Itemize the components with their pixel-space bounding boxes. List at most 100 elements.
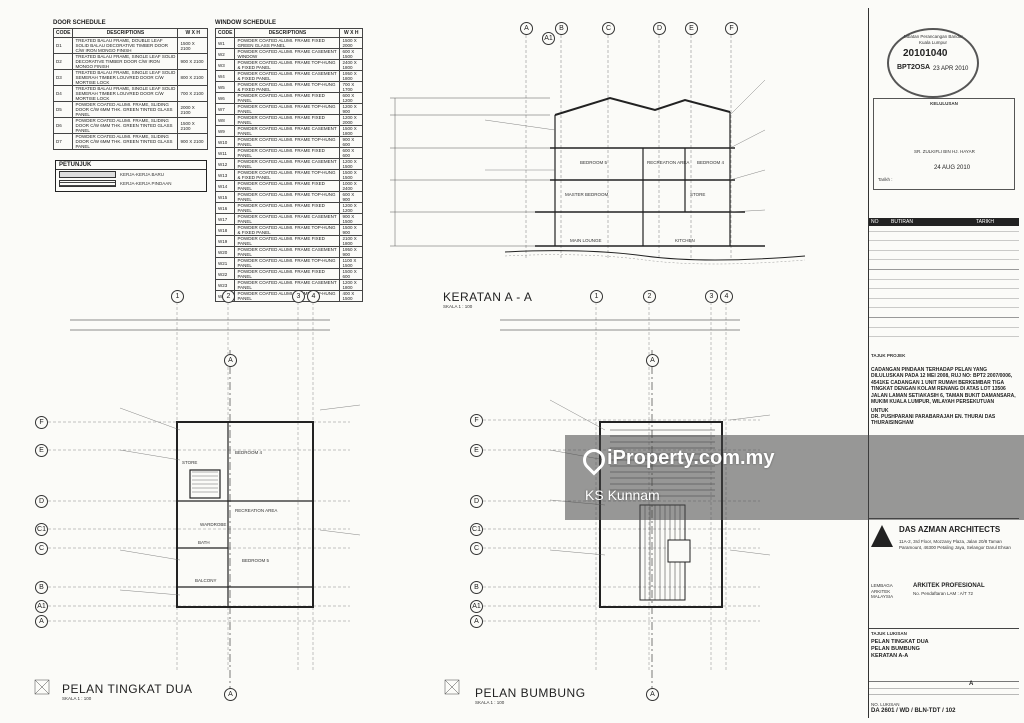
floor2-grid-e: E — [35, 444, 48, 457]
window-schedule-cell: POWDER COATED ALUMI. FRAME TOP-HUNG & FI… — [234, 224, 341, 236]
door-schedule-cell: D2 — [52, 53, 74, 70]
window-schedule-cell: 600 X 1200 — [339, 92, 363, 104]
window-schedule-cell: W10 — [214, 136, 236, 148]
approval-date: 24 AUG 2010 — [934, 165, 971, 171]
door-schedule-cell: TREATED BALAU FRAME, SINGLE LEAF SOLID S… — [72, 69, 179, 86]
drawing-title-line-3: KERATAN A-A — [871, 652, 909, 659]
floor2-section-mark-bottom: A — [224, 688, 237, 701]
window-schedule-cell: 1500 X 900 — [339, 224, 363, 236]
floor2-scale: SKALA 1 : 100 — [62, 696, 92, 701]
section-room-bedroom4: BEDROOM 4 — [697, 160, 725, 165]
floor2-room-bedroom4: BEDROOM 4 — [235, 450, 263, 455]
door-schedule: DOOR SCHEDULE CODE DESCRIPTIONS W X H D1… — [52, 20, 208, 150]
window-schedule-cell: W18 — [214, 224, 236, 236]
architect-block: DAS AZMAN ARCHITECTS 11A-2, 3rd Floor, M… — [869, 518, 1019, 614]
window-schedule-cell: POWDER COATED ALUMI. FRAME TOP-HUNG PANE… — [234, 136, 341, 148]
window-schedule-cell: POWDER COATED ALUMI. FRAME TOP-HUNG & FI… — [234, 81, 341, 93]
drawing-title-block: TAJUK LUKISAN PELAN TINGKAT DUA PELAN BU… — [869, 628, 1019, 717]
window-schedule-cell: 2100 X 1800 — [339, 235, 363, 247]
floor2-room-store: STORE — [182, 460, 198, 465]
window-schedule-cell: 600 X 1500 — [339, 48, 363, 60]
floor2-room-bedroom5: BEDROOM 5 — [242, 558, 270, 563]
floor2-grid-3: 3 — [292, 290, 305, 303]
window-schedule-cell: POWDER COATED ALUMI. FRAME FIXED PANEL — [234, 268, 341, 280]
stamp-date: 23 APR 2010 — [933, 66, 969, 72]
roof-grid-4: 4 — [720, 290, 733, 303]
window-schedule-cell: W9 — [214, 125, 236, 137]
window-schedule-cell: W17 — [214, 213, 236, 225]
legend-item-new: KERJA-KERJA BARU — [56, 170, 206, 179]
door-schedule-cell: D3 — [52, 69, 74, 86]
section-drawing: A A1 B C D E F — [385, 20, 855, 320]
grid-marker-e: E — [685, 22, 698, 35]
approval-heading: KELULUSAN — [930, 101, 958, 106]
window-schedule-title: WINDOW SCHEDULE — [215, 20, 276, 26]
door-schedule-cell: TREATED BALAU FRAME, SINGLE LEAF SOLID D… — [72, 53, 179, 70]
window-schedule-cell: 1000 X 2400 — [339, 180, 363, 192]
floor2-room-bath: BATH — [198, 540, 210, 545]
door-schedule-cell: 2000 X 2100 — [177, 101, 208, 118]
approval-box: KELULUSAN SR. ZULKIFLI BIN HJ. HAYAR 24 … — [873, 98, 1015, 190]
floor2-grid-4: 4 — [307, 290, 320, 303]
architect-label: ARKITEK PROFESIONAL — [913, 583, 985, 589]
window-schedule-cell: 600 X 600 — [339, 147, 363, 159]
roof-scale: SKALA 1 : 100 — [475, 700, 505, 705]
architect-reg: No. Pendaftaran LAM : A/T 72 — [913, 591, 973, 596]
door-schedule-cell: 900 X 2100 — [177, 133, 208, 150]
legend-label-new: KERJA-KERJA BARU — [120, 171, 165, 177]
roof-grid-a: A — [470, 615, 483, 628]
window-schedule-cell: POWDER COATED ALUMI. FRAME FIXED PANEL — [234, 235, 341, 247]
legend-swatch-mod — [59, 180, 116, 187]
watermark-band: iProperty.com.my KS Kunnam — [565, 435, 1024, 520]
drawing-title-label: TAJUK LUKISAN — [871, 631, 907, 636]
door-schedule-cell: POWDER COATED ALUMI. FRAME, SLIDING DOOR… — [72, 101, 179, 118]
floor2-room-wardrobe: WARDROBE — [200, 522, 227, 527]
window-schedule-cell: W3 — [214, 59, 236, 71]
project-text: CADANGAN PINDAAN TERHADAP PELAN YANG DIL… — [871, 366, 1016, 406]
floor2-section-mark-top: A — [224, 354, 237, 367]
section-room-recreation: RECREATION AREA — [647, 160, 690, 165]
floor2-grid-b: B — [35, 581, 48, 594]
grid-marker-b: B — [555, 22, 568, 35]
window-schedule-cell: 1500 X 2000 — [339, 37, 363, 49]
legend-title: PETUNJUK — [56, 161, 206, 170]
legend-item-mod: KERJA-KERJA PINDAAN — [56, 179, 206, 188]
section-room-master: MASTER BEDROOM — [565, 192, 609, 197]
window-schedule-cell: 1200 X 1800 — [339, 279, 363, 291]
window-schedule-cell: 900 X 1500 — [339, 213, 363, 225]
window-schedule-cell: W11 — [214, 147, 236, 159]
window-schedule-cell: POWDER COATED ALUMI. FRAME TOP-HUNG PANE… — [234, 191, 341, 203]
floor2-room-balcony: BALCONY — [195, 578, 217, 583]
roof-grid-e: E — [470, 444, 483, 457]
grid-marker-c: C — [602, 22, 615, 35]
window-schedule-cell: POWDER COATED ALUMI. FRAME TOP-HUNG PANE… — [234, 103, 341, 115]
architect-address: 11A-2, 3rd Floor, Mozzany Plaza, Jalan 2… — [899, 539, 1011, 550]
grid-marker-d: D — [653, 22, 666, 35]
architect-logo-text: LEMBAGA ARKITEK MALAYSIA — [871, 583, 894, 599]
floor2-grid-f: F — [35, 416, 48, 429]
window-header-code: CODE — [214, 28, 236, 38]
window-schedule-cell: W13 — [214, 169, 236, 181]
window-schedule: WINDOW SCHEDULE CODE DESCRIPTIONS W X H … — [214, 20, 363, 302]
window-schedule-cell: 1200 X 2000 — [339, 114, 363, 126]
floor2-grid-c1: C1 — [35, 523, 48, 536]
revision-header: NO BUTIRAN TARIKH — [869, 218, 1019, 226]
door-schedule-cell: 900 X 2100 — [177, 53, 208, 70]
floor2-grid-c: C — [35, 542, 48, 555]
window-schedule-cell: 1200 X 1200 — [339, 202, 363, 214]
door-schedule-cell: D6 — [52, 117, 74, 134]
window-schedule-cell: 1500 X 1500 — [339, 169, 363, 181]
